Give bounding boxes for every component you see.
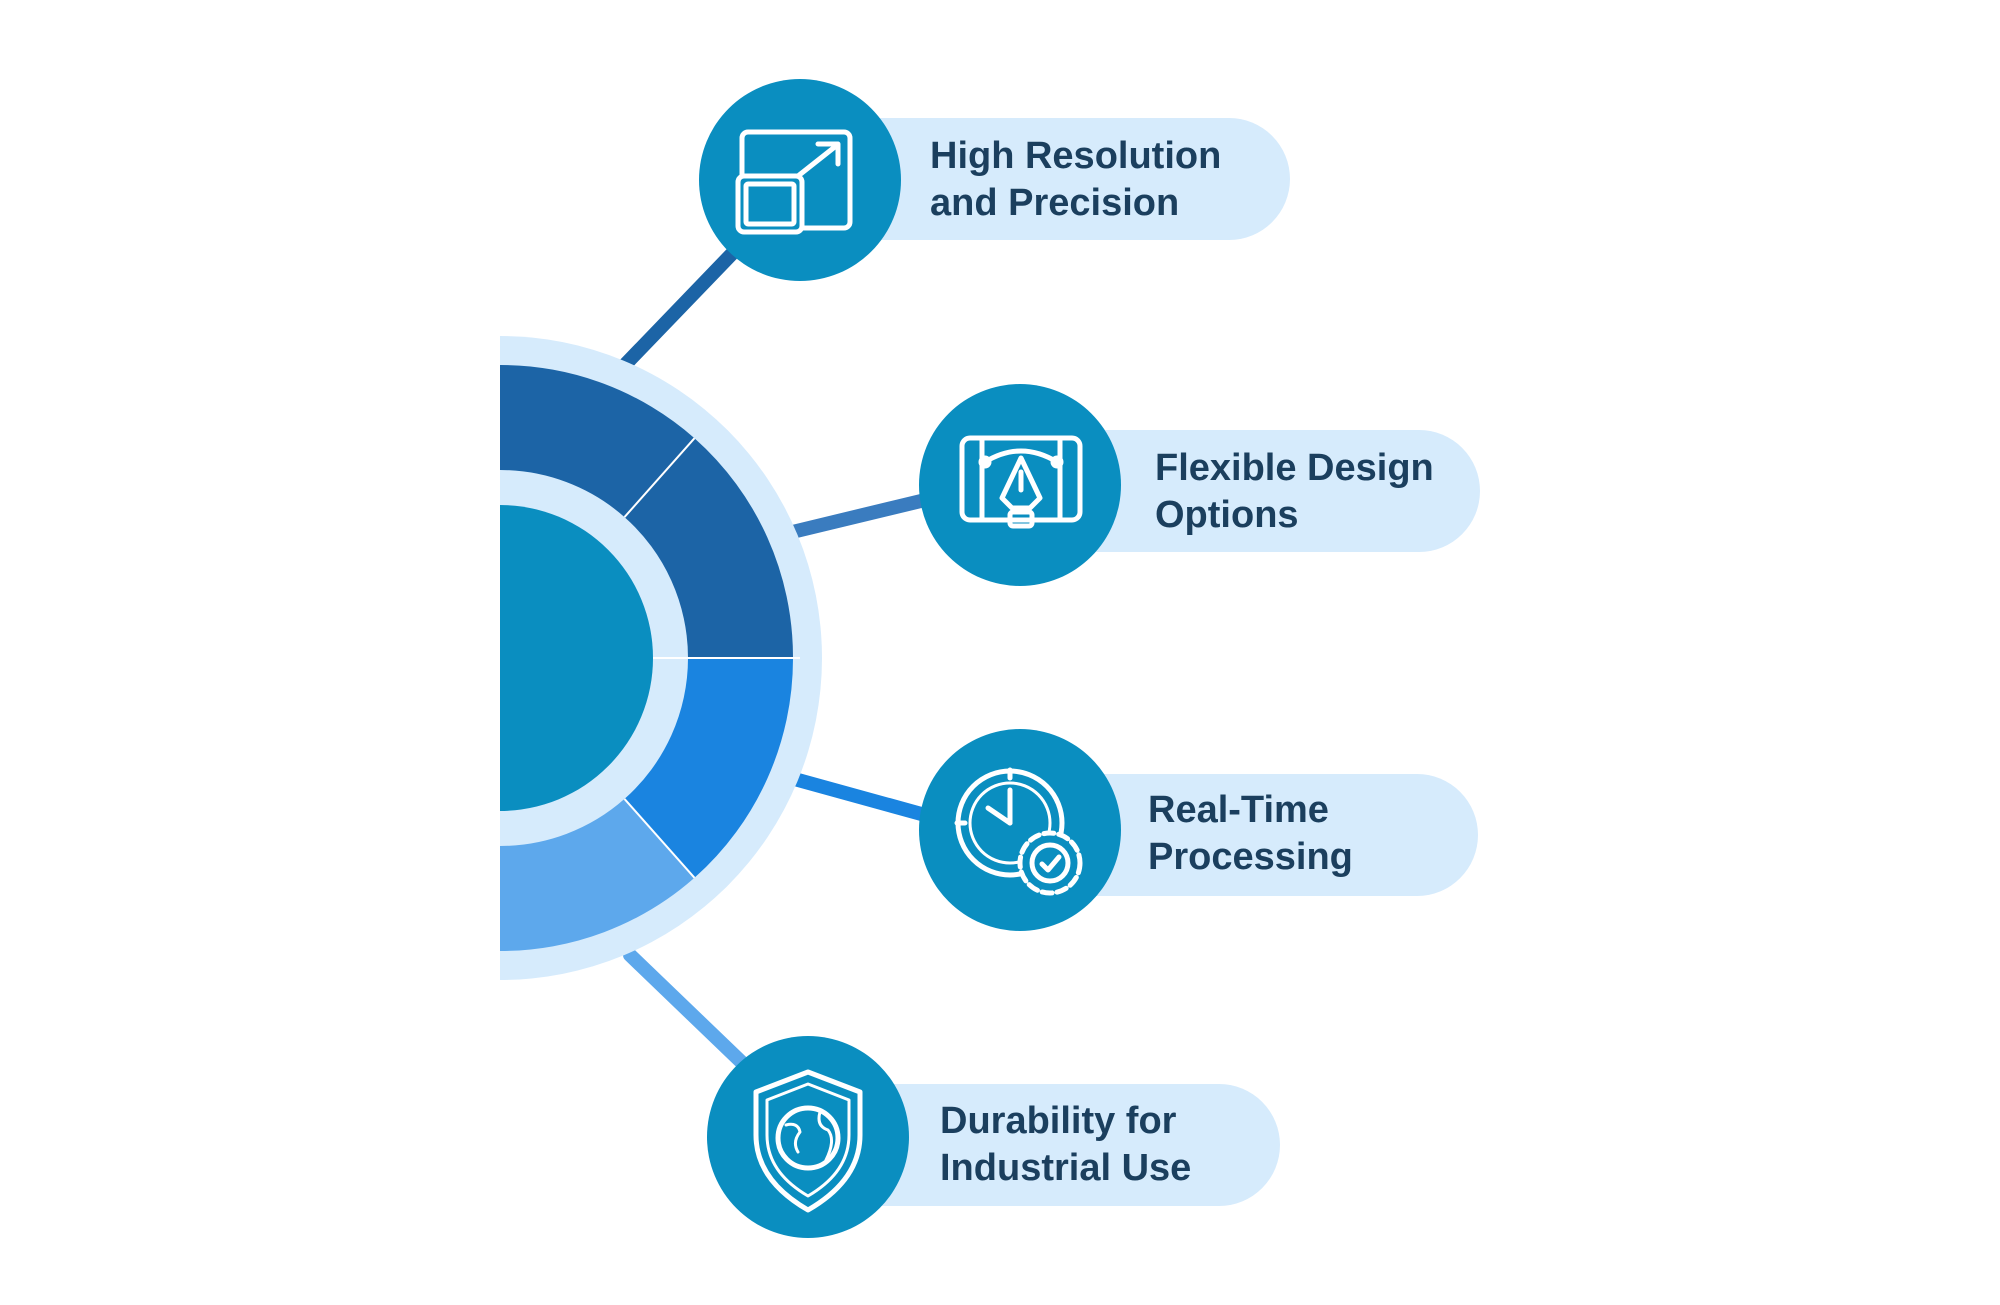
- hub-divider: [623, 798, 696, 879]
- connector-3: [773, 768, 932, 822]
- resize-screen-icon: [735, 129, 853, 235]
- feature-2: Flexible Design Options: [919, 384, 1480, 586]
- feature-title-line2: and Precision: [930, 182, 1179, 224]
- shield-globe-icon: [753, 1069, 863, 1213]
- svg-text:Real-Time Processing: Real-Time Processing: [1148, 789, 1353, 878]
- svg-text:Flexible Design Options: Flexible Design Options: [1155, 447, 1444, 536]
- feature-title-line2: Processing: [1148, 836, 1353, 878]
- hub-segment-bottom: [500, 798, 695, 952]
- pen-tool-icon: [959, 435, 1083, 529]
- feature-title-line1: Flexible Design: [1155, 447, 1434, 489]
- connector-1: [613, 228, 757, 377]
- svg-text:High Resolution and Prec: High Resolution and Precision: [930, 135, 1232, 224]
- feature-title-line1: Durability for: [940, 1100, 1177, 1142]
- hub-segment-upper: [624, 438, 794, 658]
- feature-node: [919, 729, 1121, 931]
- connector-2: [773, 493, 932, 542]
- feature-1: High Resolution and Precision: [699, 79, 1290, 281]
- hub: [500, 336, 822, 980]
- feature-pill: [1000, 430, 1480, 552]
- feature-pill: [780, 118, 1290, 240]
- feature-pill: [790, 1084, 1280, 1206]
- hub-segment-lower: [624, 658, 794, 878]
- feature-node: [707, 1036, 909, 1238]
- svg-text:Durability for Industria: Durability for Industrial Use: [940, 1100, 1191, 1189]
- feature-title-line1: High Resolution: [930, 135, 1221, 177]
- hub-divider: [623, 437, 696, 518]
- feature-title-line1: Real-Time: [1148, 789, 1329, 831]
- connector-4: [623, 948, 767, 1087]
- clock-gear-icon: [954, 767, 1083, 896]
- hub-core: [500, 505, 653, 811]
- feature-3: Real-Time Processing: [919, 729, 1478, 931]
- feature-pill: [1000, 774, 1478, 896]
- connectors: [613, 228, 932, 1087]
- feature-4: Durability for Industrial Use: [707, 1036, 1280, 1238]
- feature-title-line2: Options: [1155, 494, 1299, 536]
- feature-title-line2: Industrial Use: [940, 1147, 1191, 1189]
- hub-segment-top: [500, 364, 695, 518]
